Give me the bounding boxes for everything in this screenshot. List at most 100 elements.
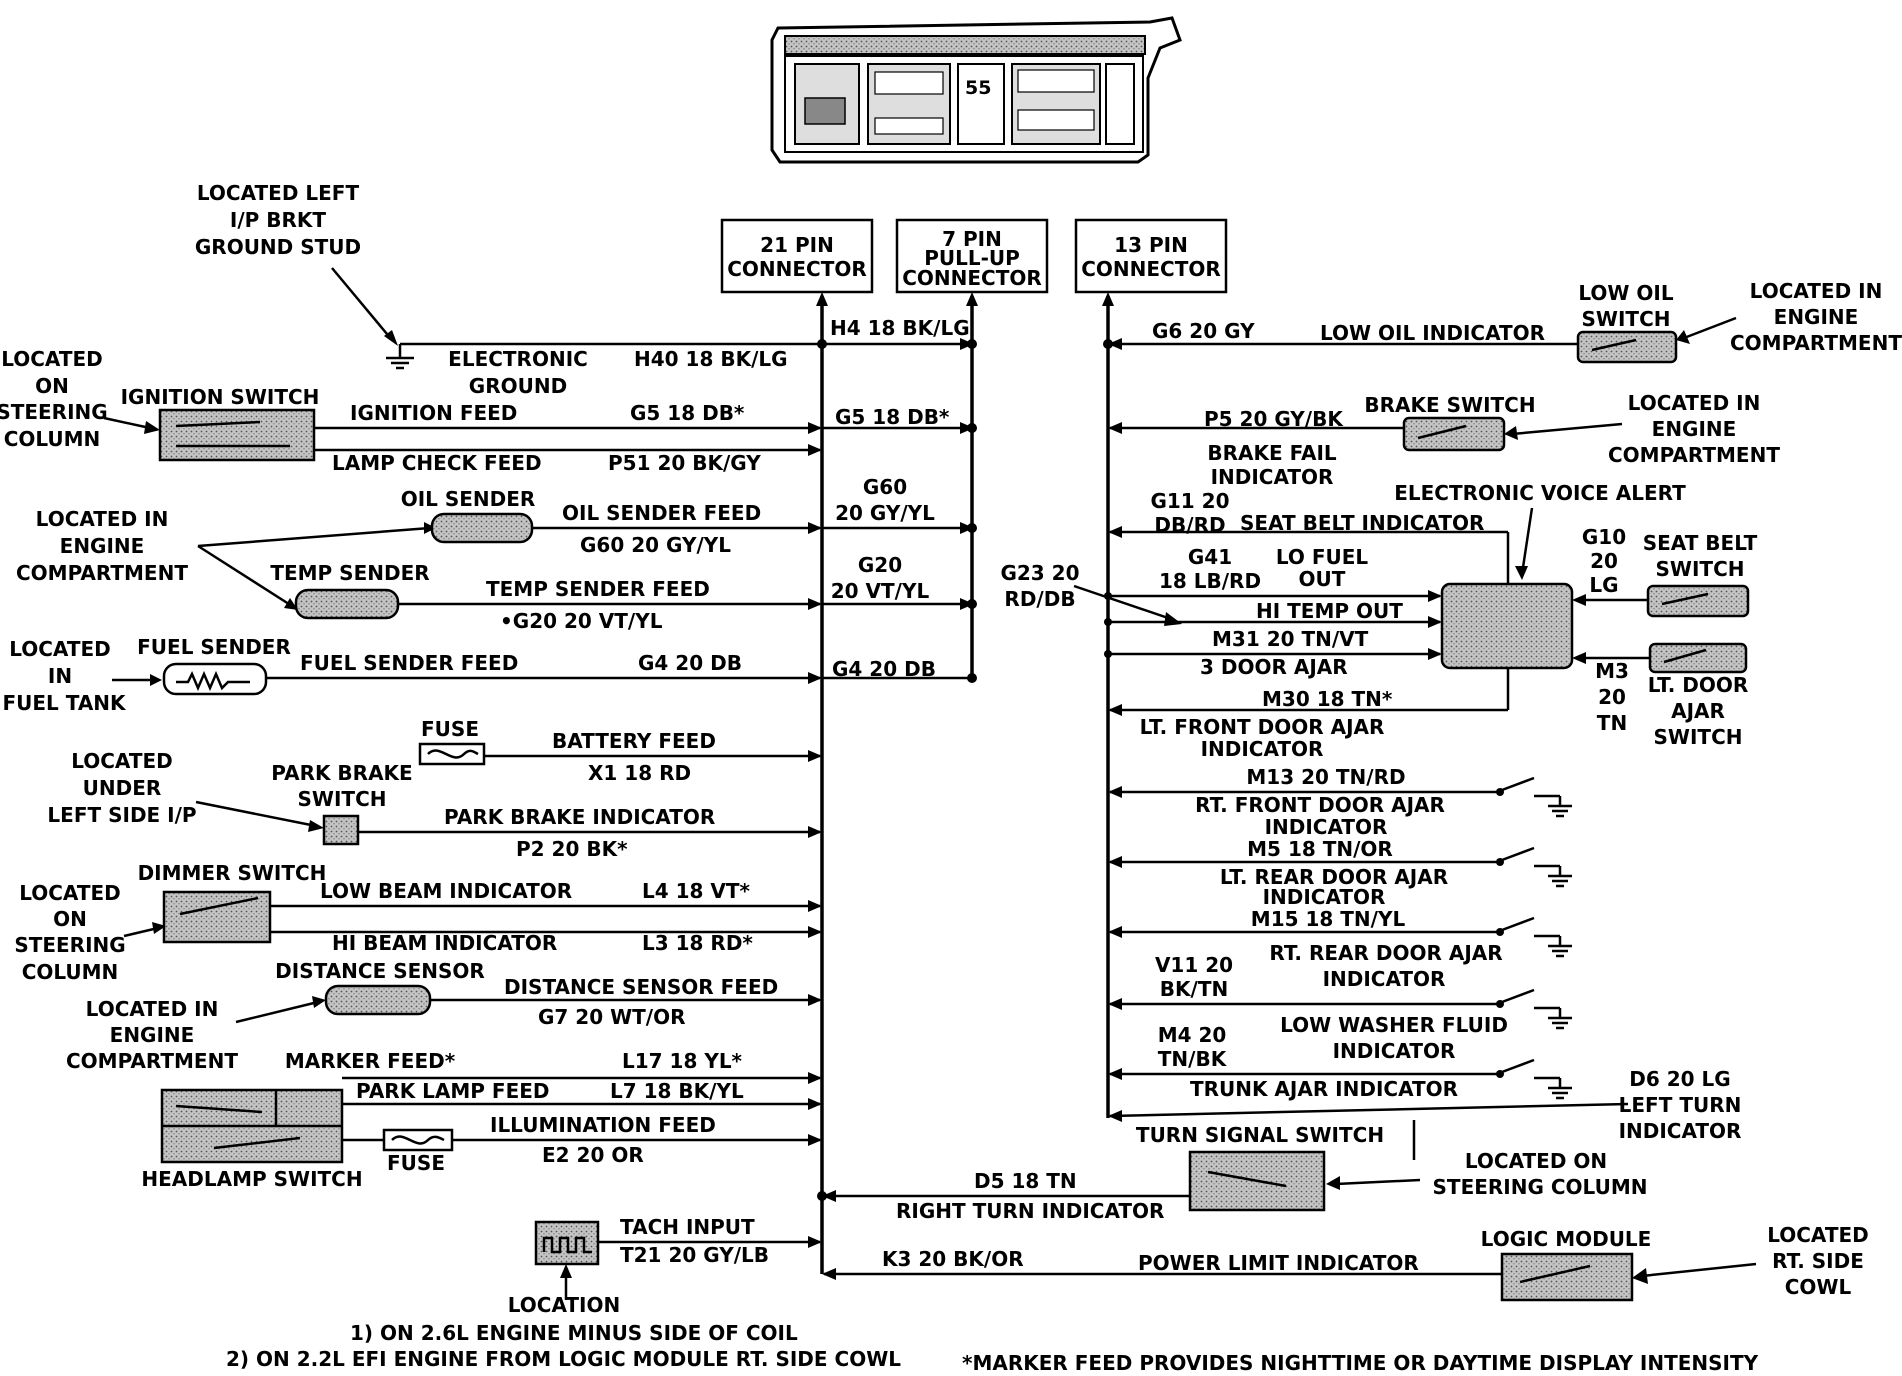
battery-feed-label: BATTERY FEED	[552, 729, 716, 753]
wire-p51-label: P51 20 BK/GY	[608, 451, 761, 475]
connector-13-line1: 13 PIN	[1114, 233, 1188, 257]
engine-location1-line3: COMPARTMENT	[16, 561, 188, 585]
engine-location3-line1: LOCATED IN	[1750, 279, 1883, 303]
battery-feed-circuit: FUSE BATTERY FEED X1 18 RD	[418, 717, 822, 785]
under-ip-location-line1: LOCATED	[71, 749, 173, 773]
low-oil-switch-line2: SWITCH	[1582, 307, 1671, 331]
seat-belt-switch-line1: SEAT BELT	[1643, 531, 1758, 555]
hi-beam-indicator-label: HI BEAM INDICATOR	[332, 931, 557, 955]
wire-p5-label: P5 20 GY/BK	[1204, 407, 1344, 431]
wire-g11-line1: G11 20	[1150, 489, 1229, 513]
wire-m4-line2: TN/BK	[1158, 1047, 1228, 1071]
tach-input-circuit: TACH INPUT T21 20 GY/LB LOCATION 1) ON 2…	[226, 1215, 901, 1371]
wire-g10-line3: LG	[1589, 573, 1618, 597]
sender-circuits: LOCATED IN ENGINE COMPARTMENT OIL SENDER…	[16, 475, 977, 633]
wire-m30-label: M30 18 TN*	[1262, 687, 1393, 711]
steering-location1-line4: COLUMN	[4, 427, 101, 451]
park-brake-switch-icon	[322, 814, 360, 846]
tach-location-line2: 2) ON 2.2L EFI ENGINE FROM LOGIC MODULE …	[226, 1347, 901, 1371]
wire-l4-label: L4 18 VT*	[642, 879, 751, 903]
connector-21-line1: 21 PIN	[760, 233, 834, 257]
brake-switch-label: BRAKE SWITCH	[1364, 393, 1535, 417]
low-washer-fluid-line2: INDICATOR	[1333, 1039, 1456, 1063]
wire-g23-line2: RD/DB	[1004, 587, 1075, 611]
power-limit-indicator-label: POWER LIMIT INDICATOR	[1138, 1251, 1419, 1275]
cowl-location-line2: RT. SIDE	[1772, 1249, 1864, 1273]
temp-sender-feed-label: TEMP SENDER FEED	[486, 577, 710, 601]
wire-t21-label: T21 20 GY/LB	[620, 1243, 769, 1267]
electronic-voice-alert-icon	[1440, 582, 1574, 670]
hi-temp-out-label: HI TEMP OUT	[1256, 599, 1403, 623]
fuel-tank-location-line2: IN	[48, 664, 72, 688]
steering-location2-line2: ON	[53, 907, 87, 931]
low-oil-circuit: G6 20 GY LOW OIL INDICATOR LOW OIL SWITC…	[1103, 279, 1902, 364]
park-brake-switch-line2: SWITCH	[298, 787, 387, 811]
dimmer-switch-circuit: LOCATED ON STEERING COLUMN DIMMER SWITCH…	[14, 861, 822, 984]
oil-sender-feed-label: OIL SENDER FEED	[562, 501, 761, 525]
wire-m31-label: M31 20 TN/VT	[1212, 627, 1369, 651]
wire-g10-line2: 20	[1590, 549, 1618, 573]
engine-location4-line2: ENGINE	[1652, 417, 1737, 441]
left-turn-indicator-line1: LEFT TURN	[1619, 1093, 1742, 1117]
electronic-voice-alert-label: ELECTRONIC VOICE ALERT	[1394, 481, 1686, 505]
wire-h40-label: H40 18 BK/LG	[634, 347, 788, 371]
low-oil-switch-icon	[1576, 330, 1678, 364]
wire-l7-label: L7 18 BK/YL	[610, 1079, 744, 1103]
wire-g11-line2: DB/RD	[1154, 513, 1225, 537]
engine-location3-line3: COMPARTMENT	[1730, 331, 1902, 355]
wire-v11-line2: BK/TN	[1160, 977, 1228, 1001]
rt-front-door-ajar-line2: INDICATOR	[1265, 815, 1388, 839]
wire-g20-connector-line2: 20 VT/YL	[831, 579, 930, 603]
seat-belt-indicator-label: SEAT BELT INDICATOR	[1240, 511, 1484, 535]
connector-7-line3: CONNECTOR	[902, 266, 1042, 290]
lt-rear-door-ajar-line2: INDICATOR	[1263, 885, 1386, 909]
distance-sensor-label: DISTANCE SENSOR	[275, 959, 485, 983]
wire-g4-connector-label: G4 20 DB	[832, 657, 936, 681]
wire-m13-label: M13 20 TN/RD	[1246, 765, 1405, 789]
oil-sender-label: OIL SENDER	[401, 487, 536, 511]
headlamp-switch-label: HEADLAMP SWITCH	[141, 1167, 362, 1191]
wire-g4-label: G4 20 DB	[638, 651, 742, 675]
steering-location2-line4: COLUMN	[22, 960, 119, 984]
footnote: *MARKER FEED PROVIDES NIGHTTIME OR DAYTI…	[962, 1351, 1759, 1375]
steering-location1-line1: LOCATED	[1, 347, 103, 371]
distance-sensor-feed-label: DISTANCE SENSOR FEED	[504, 975, 778, 999]
wire-e2-label: E2 20 OR	[542, 1143, 644, 1167]
ignition-switch-circuit: LOCATED ON STEERING COLUMN IGNITION SWIT…	[0, 347, 977, 475]
engine-location4-line1: LOCATED IN	[1628, 391, 1761, 415]
fuse1-icon	[418, 742, 486, 766]
distance-sensor-circuit: LOCATED IN ENGINE COMPARTMENT DISTANCE S…	[66, 959, 822, 1073]
electronic-voice-alert-circuit: ELECTRONIC VOICE ALERT G11 20 DB/RD SEAT…	[1000, 481, 1757, 761]
lamp-check-feed-label: LAMP CHECK FEED	[332, 451, 542, 475]
brake-switch-icon	[1402, 416, 1506, 452]
wire-m15-label: M15 18 TN/YL	[1251, 907, 1406, 931]
wire-p2-label: P2 20 BK*	[516, 837, 628, 861]
ground-symbol-icon	[386, 344, 414, 370]
engine-location4-line3: COMPARTMENT	[1608, 443, 1780, 467]
wire-g6-label: G6 20 GY	[1152, 319, 1255, 343]
lt-door-ajar-switch-icon	[1648, 642, 1748, 674]
lo-fuel-out-line2: OUT	[1299, 567, 1346, 591]
ground-location-line3: GROUND STUD	[195, 235, 361, 259]
dimmer-switch-label: DIMMER SWITCH	[138, 861, 327, 885]
lt-front-door-ajar-line1: LT. FRONT DOOR AJAR	[1140, 715, 1385, 739]
right-turn-indicator-label: RIGHT TURN INDICATOR	[896, 1199, 1164, 1223]
wire-g23-line1: G23 20	[1000, 561, 1079, 585]
ground-location-line1: LOCATED LEFT	[197, 181, 360, 205]
turn-signal-circuit: D6 20 LG LEFT TURN INDICATOR TURN SIGNAL…	[817, 1067, 1741, 1223]
park-brake-circuit: LOCATED UNDER LEFT SIDE I/P PARK BRAKE S…	[47, 749, 822, 861]
wire-g20-label: •G20 20 VT/YL	[500, 609, 663, 633]
connector-7-line1: 7 PIN	[942, 227, 1002, 251]
cowl-location-line1: LOCATED	[1767, 1223, 1869, 1247]
headlamp-switch-circuit: MARKER FEED* L17 18 YL* PARK LAMP FEED L…	[141, 1049, 822, 1191]
fuel-sender-label: FUEL SENDER	[137, 635, 291, 659]
wire-m3-line3: TN	[1597, 711, 1627, 735]
ground-location-line2: I/P BRKT	[230, 208, 327, 232]
wire-l3-label: L3 18 RD*	[642, 931, 753, 955]
low-oil-indicator-label: LOW OIL INDICATOR	[1320, 321, 1545, 345]
cowl-location-line3: COWL	[1785, 1275, 1852, 1299]
park-brake-switch-line1: PARK BRAKE	[271, 761, 412, 785]
turn-signal-switch-label: TURN SIGNAL SWITCH	[1136, 1123, 1384, 1147]
lt-rear-door-ajar-line1: LT. REAR DOOR AJAR	[1220, 865, 1448, 889]
steering-location3-line1: LOCATED ON	[1465, 1149, 1607, 1173]
